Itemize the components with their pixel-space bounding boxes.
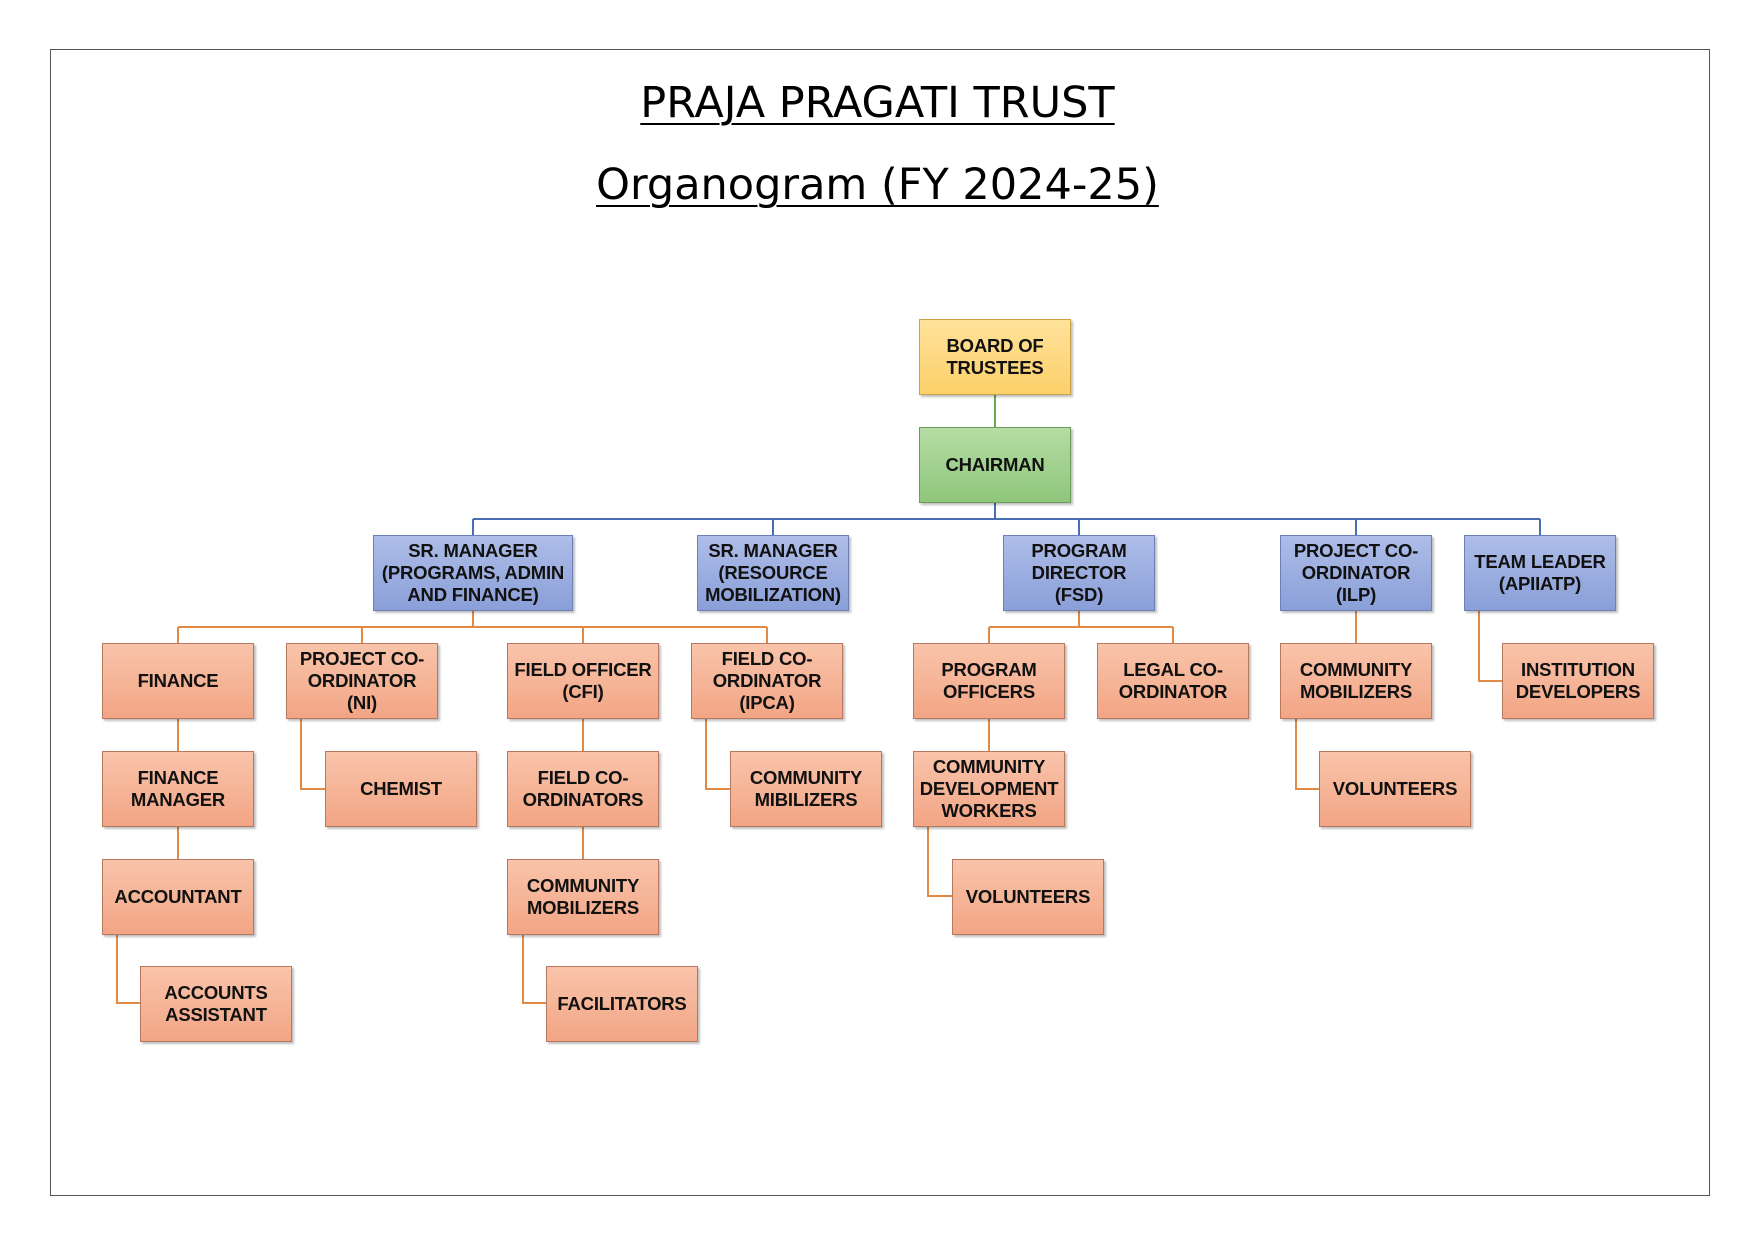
node-sr-manager-resource-mobilization: SR. MANAGER (RESOURCE MOBILIZATION) (697, 535, 849, 611)
node-community-mobilizers-cfi: COMMUNITY MOBILIZERS (507, 859, 659, 935)
node-accountant: ACCOUNTANT (102, 859, 254, 935)
page-title: PRAJA PRAGATI TRUST (640, 78, 1115, 128)
node-community-mibilizers: COMMUNITY MIBILIZERS (730, 751, 882, 827)
node-program-officers: PROGRAM OFFICERS (913, 643, 1065, 719)
node-project-coordinator-ni: PROJECT CO- ORDINATOR (NI) (286, 643, 438, 719)
node-field-coordinators: FIELD CO- ORDINATORS (507, 751, 659, 827)
page-subtitle: Organogram (FY 2024-25) (596, 160, 1159, 210)
page-frame (50, 49, 1710, 1196)
node-project-coordinator-ilp: PROJECT CO- ORDINATOR (ILP) (1280, 535, 1432, 611)
node-volunteers-fsd: VOLUNTEERS (952, 859, 1104, 935)
node-sr-manager-programs-admin-finance: SR. MANAGER (PROGRAMS, ADMIN AND FINANCE… (373, 535, 573, 611)
node-institution-developers: INSTITUTION DEVELOPERS (1502, 643, 1654, 719)
node-finance-manager: FINANCE MANAGER (102, 751, 254, 827)
node-team-leader-apiiatp: TEAM LEADER (APIIATP) (1464, 535, 1616, 611)
node-chairman: CHAIRMAN (919, 427, 1071, 503)
node-field-coordinator-ipca: FIELD CO- ORDINATOR (IPCA) (691, 643, 843, 719)
node-accounts-assistant: ACCOUNTS ASSISTANT (140, 966, 292, 1042)
node-volunteers-ilp: VOLUNTEERS (1319, 751, 1471, 827)
node-legal-coordinator: LEGAL CO- ORDINATOR (1097, 643, 1249, 719)
node-community-mobilizers-ilp: COMMUNITY MOBILIZERS (1280, 643, 1432, 719)
node-facilitators: FACILITATORS (546, 966, 698, 1042)
node-chemist: CHEMIST (325, 751, 477, 827)
node-program-director-fsd: PROGRAM DIRECTOR (FSD) (1003, 535, 1155, 611)
node-field-officer-cfi: FIELD OFFICER (CFI) (507, 643, 659, 719)
node-finance: FINANCE (102, 643, 254, 719)
node-community-development-workers: COMMUNITY DEVELOPMENT WORKERS (913, 751, 1065, 827)
node-board-of-trustees: BOARD OF TRUSTEES (919, 319, 1071, 395)
